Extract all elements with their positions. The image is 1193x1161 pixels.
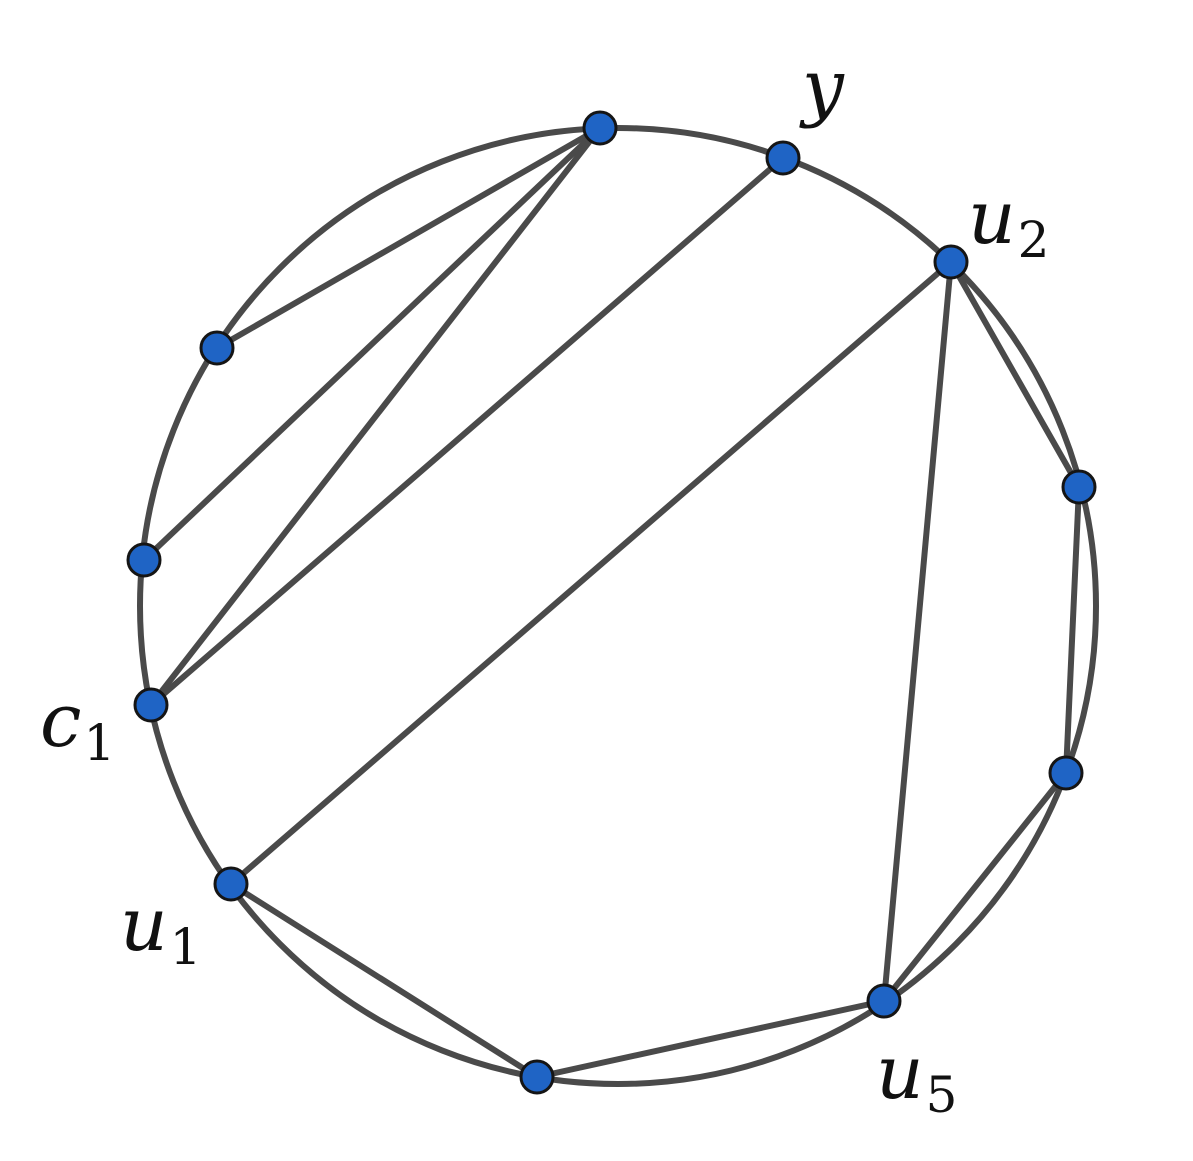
vertex-subscript-u1: 1: [170, 918, 202, 976]
vertex-r1: [1061, 469, 1097, 505]
chord-u5-bot: [534, 998, 887, 1080]
vertex-label-c1: c1: [40, 678, 115, 772]
chord-u2-r1: [948, 259, 1082, 490]
chord-top-c1: [148, 125, 603, 708]
vertex-y: [765, 140, 801, 176]
chord-top-l1: [141, 125, 603, 563]
vertex-l2: [199, 330, 235, 366]
vertex-bot: [519, 1059, 555, 1095]
vertex-top: [582, 110, 618, 146]
vertex-subscript-u2: 2: [1018, 211, 1050, 269]
vertex-u1: [213, 866, 249, 902]
chord-y-c1: [148, 155, 786, 708]
vertex-label-u1: u1: [120, 882, 201, 976]
outer-cycle: [137, 125, 1099, 1087]
vertex-subscript-c1: 1: [83, 714, 115, 772]
vertex-c1: [133, 687, 169, 723]
vertex-label-y: y: [799, 44, 845, 130]
chord-bot-u1: [228, 881, 540, 1080]
chord-r1-r2: [1063, 484, 1082, 776]
label-layer: y u2 u5 u1 c1: [40, 44, 1049, 1124]
chord-r2-u5: [881, 770, 1069, 1004]
vertex-u2: [933, 244, 969, 280]
chord-u2-u5: [881, 259, 954, 1004]
chord-layer: [141, 125, 1082, 1080]
vertex-label-u5: u5: [876, 1030, 957, 1124]
vertex-label-u2: u2: [968, 175, 1049, 269]
vertex-r2: [1048, 755, 1084, 791]
chord-u2-u1: [228, 259, 954, 887]
chord-top-l2: [214, 125, 603, 351]
vertex-l1: [126, 542, 162, 578]
vertex-u5: [866, 983, 902, 1019]
vertex-layer: [126, 110, 1097, 1095]
vertex-subscript-u5: 5: [926, 1066, 958, 1124]
